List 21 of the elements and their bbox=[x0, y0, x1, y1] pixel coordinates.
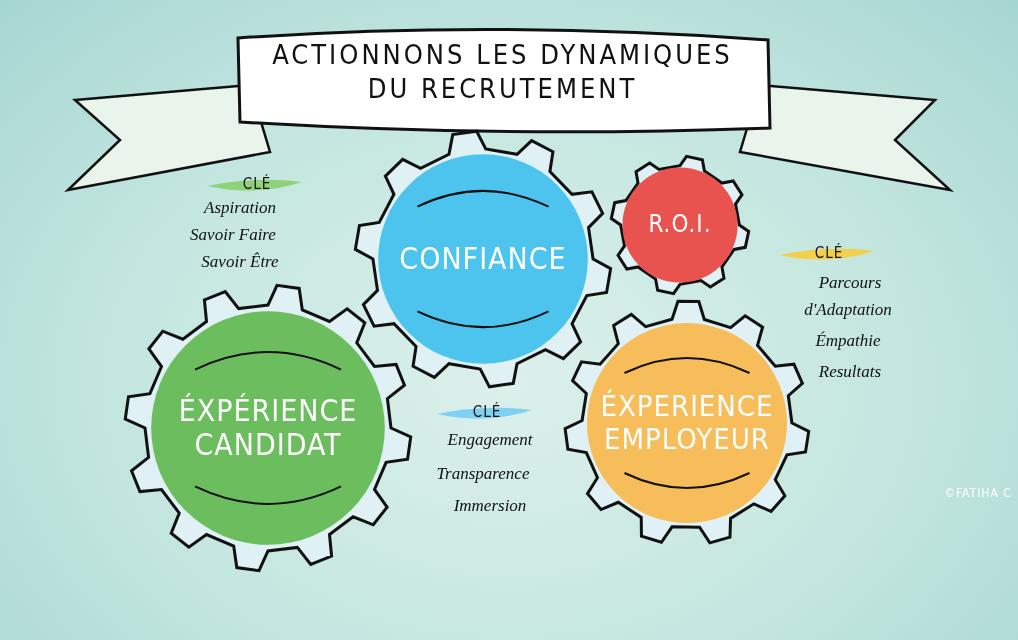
key-heading: CLÉ bbox=[472, 403, 502, 421]
key-item: Savoir Être bbox=[201, 252, 279, 272]
key-item: Immersion bbox=[453, 496, 527, 516]
key-heading: CLÉ bbox=[242, 175, 272, 193]
gear-label: CONFIANCE bbox=[399, 241, 567, 277]
key-item: Engagement bbox=[447, 430, 533, 450]
gear-label: ÉXPÉRIENCE CANDIDAT bbox=[177, 393, 359, 463]
key-item: Aspiration bbox=[204, 198, 276, 218]
key-item: Transparence bbox=[436, 464, 530, 484]
title: ACTIONNONS LES DYNAMIQUES DU RECRUTEMENT bbox=[271, 38, 734, 106]
copyright-note: ©FATIHA C bbox=[944, 486, 1012, 500]
key-item: Savoir Faire bbox=[190, 225, 276, 245]
gear-shape bbox=[608, 153, 752, 297]
gear-shape bbox=[352, 128, 614, 390]
gear-label: R.O.I. bbox=[648, 211, 712, 239]
key-item: Parcours bbox=[818, 273, 882, 293]
key-item: Resultats bbox=[818, 362, 882, 382]
gear-label: ÉXPERIENCE EMPLOYEUR bbox=[600, 389, 774, 457]
key-heading: CLÉ bbox=[814, 244, 844, 262]
key-item: d'Adaptation bbox=[804, 300, 892, 320]
gear-shape bbox=[122, 282, 414, 574]
